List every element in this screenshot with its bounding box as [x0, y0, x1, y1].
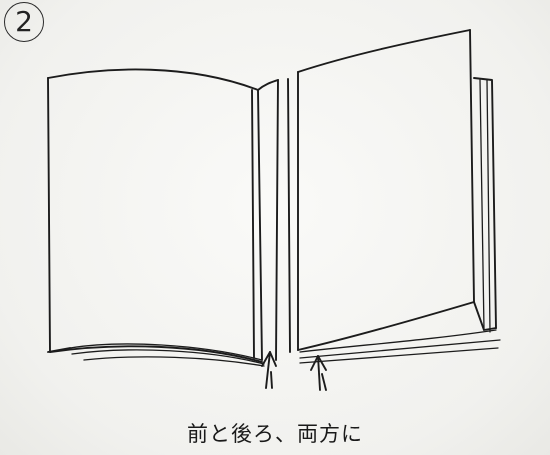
- step-number-badge: 2: [4, 2, 44, 42]
- arrow-up-icon: [310, 355, 327, 391]
- left-page: [47, 68, 263, 363]
- step-number: 2: [15, 5, 33, 38]
- book-spine: [257, 78, 291, 361]
- page-edges-left: [47, 343, 265, 367]
- back-pages-right: [299, 77, 501, 364]
- caption: 前と後ろ、両方に: [187, 422, 363, 446]
- right-page: [297, 29, 475, 351]
- arrow-up-icon: [261, 351, 277, 389]
